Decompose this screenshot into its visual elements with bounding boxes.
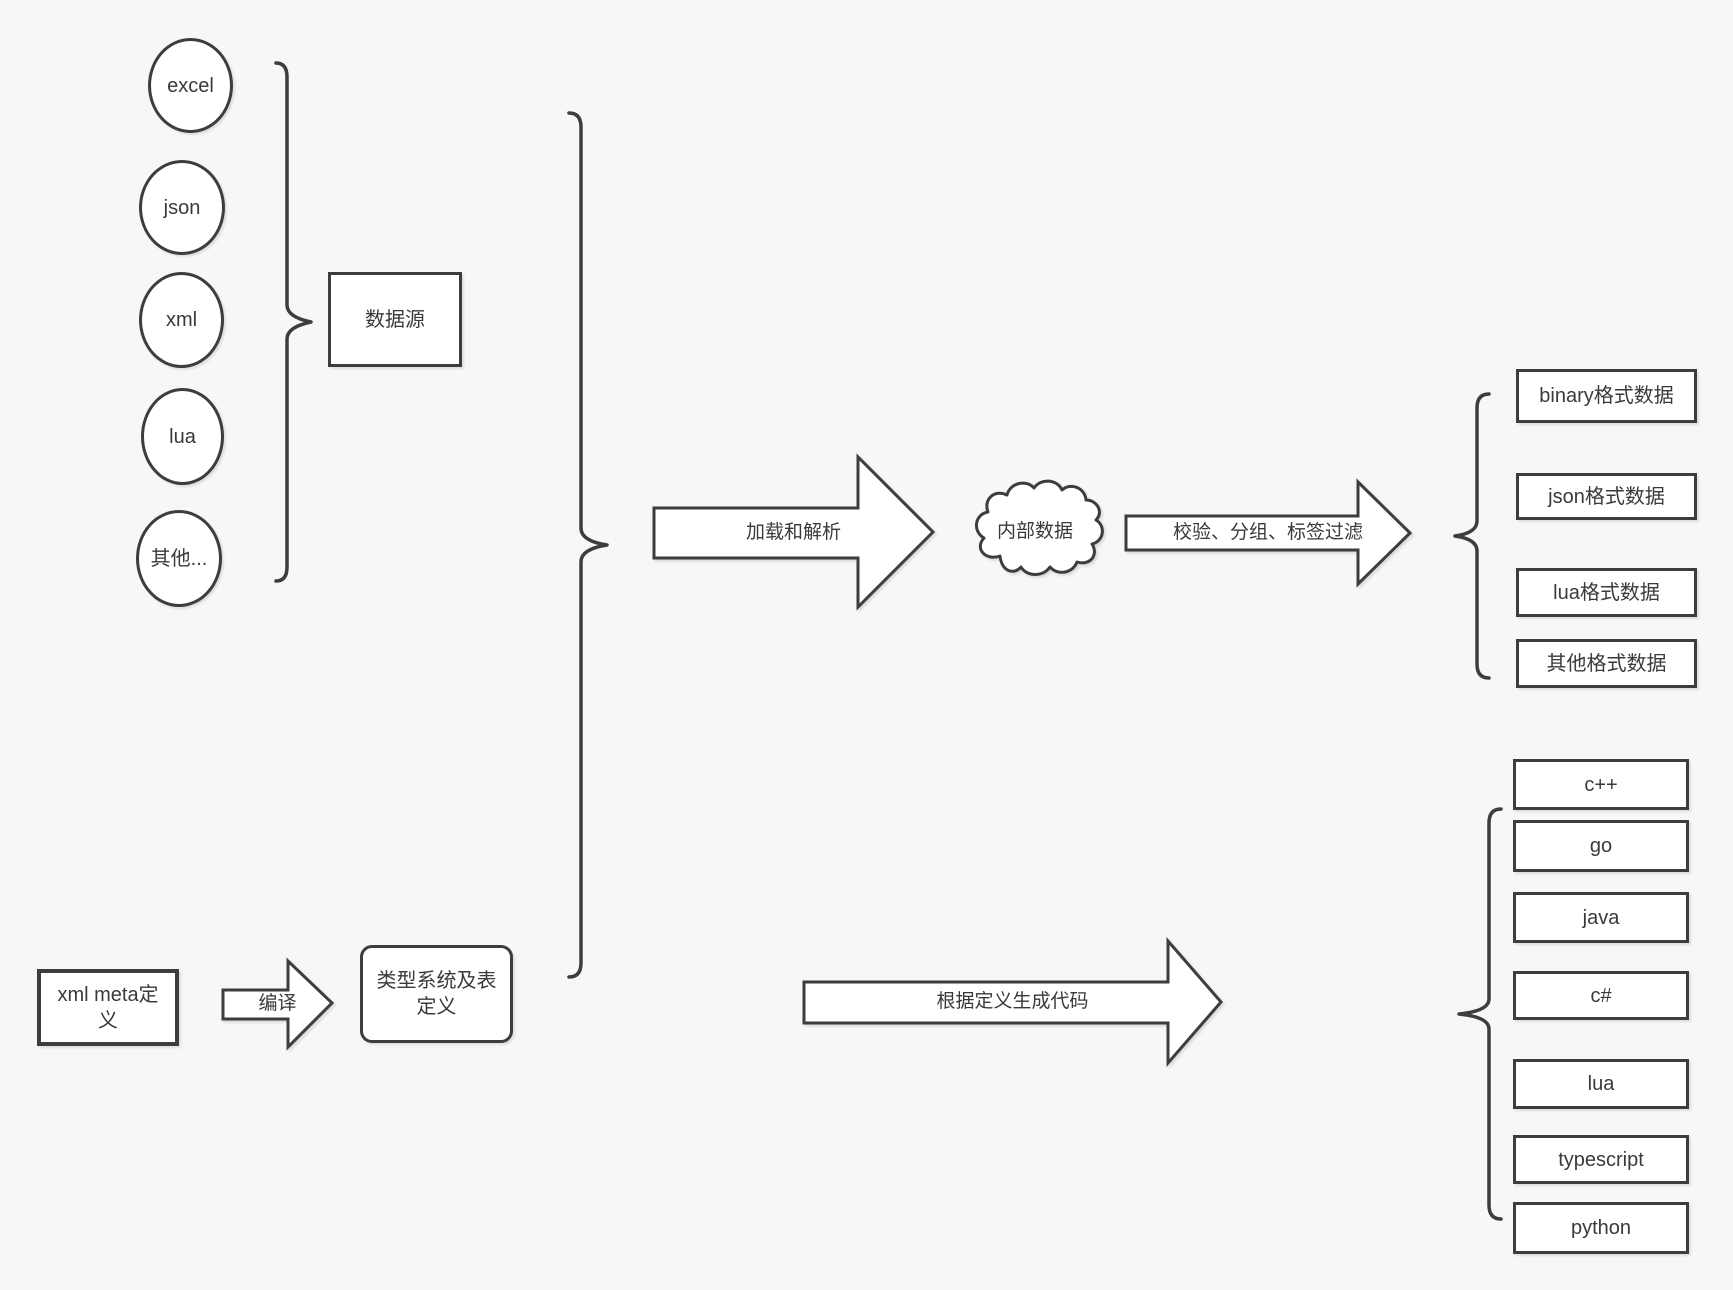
compile-arrow <box>221 957 335 1051</box>
languages-brace <box>1457 807 1503 1221</box>
lang-box-lua: lua <box>1513 1059 1689 1109</box>
source-node-json: json <box>139 160 225 255</box>
output-box-other: 其他格式数据 <box>1516 639 1697 688</box>
output-box-json: json格式数据 <box>1516 473 1697 520</box>
outputs-brace <box>1453 392 1491 680</box>
lang-box-cpp: c++ <box>1513 759 1689 810</box>
xml-meta-box: xml meta定义 <box>37 969 179 1046</box>
lang-box-java: java <box>1513 892 1689 943</box>
lang-box-python: python <box>1513 1202 1689 1254</box>
filter-arrow <box>1124 478 1413 588</box>
source-node-other: 其他... <box>136 510 222 607</box>
lang-box-go: go <box>1513 820 1689 872</box>
lang-box-csharp: c# <box>1513 971 1689 1020</box>
sources-brace <box>274 61 313 583</box>
output-box-binary: binary格式数据 <box>1516 369 1697 423</box>
output-box-lua: lua格式数据 <box>1516 568 1697 617</box>
codegen-arrow <box>802 936 1223 1068</box>
source-node-xml: xml <box>139 272 224 368</box>
source-node-excel: excel <box>148 38 233 133</box>
data-source-box: 数据源 <box>328 272 462 367</box>
pipeline-brace <box>567 111 609 979</box>
source-node-lua: lua <box>141 388 224 485</box>
type-system-box: 类型系统及表定义 <box>360 945 513 1043</box>
internal-data-cloud <box>975 479 1104 576</box>
load-parse-arrow <box>652 453 936 611</box>
lang-box-typescript: typescript <box>1513 1135 1689 1184</box>
